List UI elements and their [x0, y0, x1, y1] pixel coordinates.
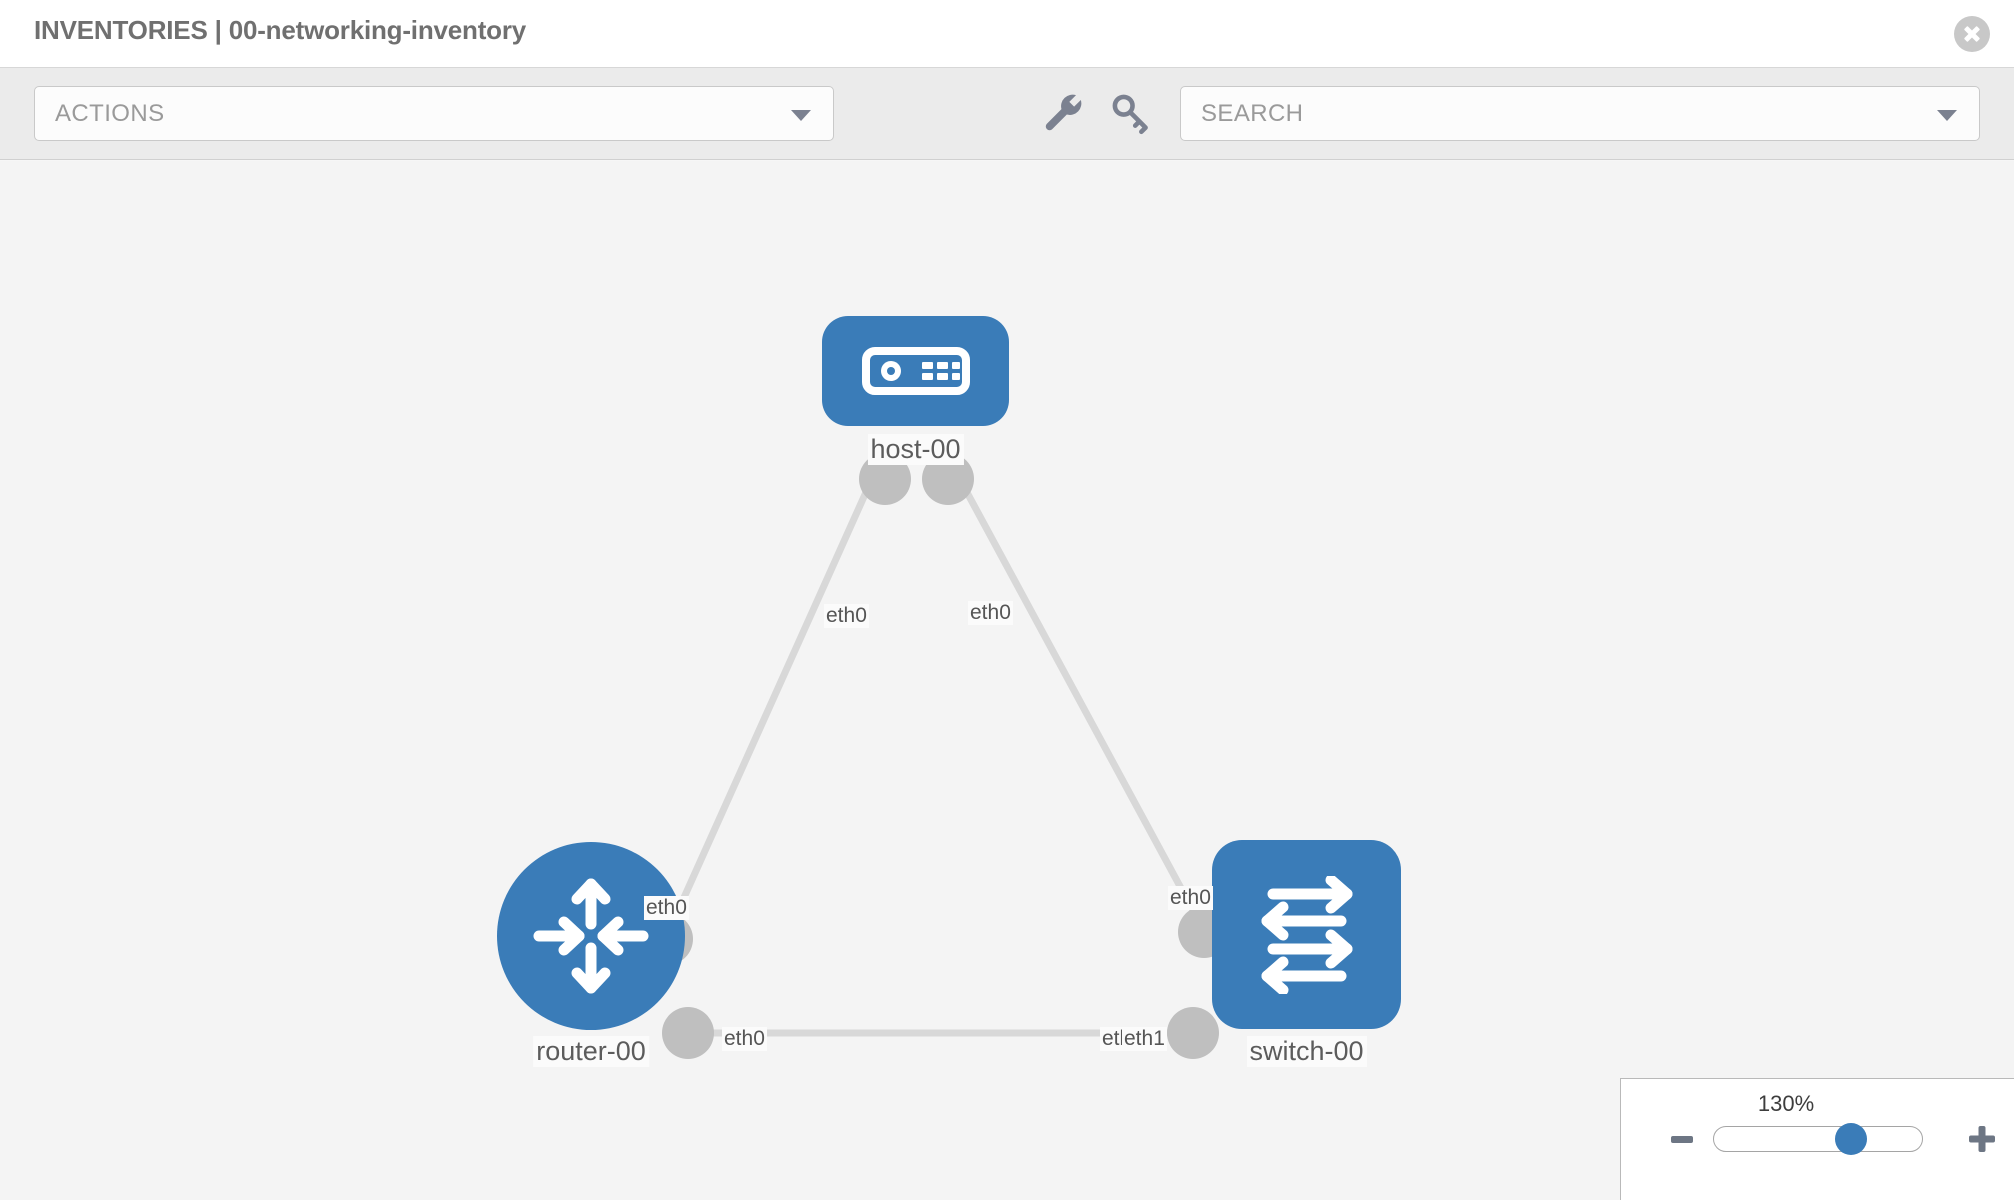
switch-node-shape[interactable]	[1212, 840, 1401, 1029]
search-box[interactable]	[1180, 86, 1980, 141]
endpoint-switch-left	[1167, 1007, 1219, 1059]
link-host-router	[656, 459, 884, 953]
router-node-shape[interactable]	[497, 842, 685, 1030]
endpoint-router-right	[662, 1007, 714, 1059]
router-arrows-icon	[533, 878, 649, 994]
node-label-router-00: router-00	[533, 1036, 649, 1067]
page-header: INVENTORIES | 00-networking-inventory	[0, 0, 2014, 68]
iface-label: eth0	[644, 896, 689, 921]
node-label-switch-00: switch-00	[1246, 1036, 1367, 1067]
link-endpoints	[641, 453, 1230, 1059]
zoom-level-label: 130%	[1757, 1091, 1815, 1116]
plus-icon[interactable]	[1969, 1126, 1995, 1152]
topology-canvas[interactable]: host-00 router-00	[0, 161, 2014, 1200]
page-title: INVENTORIES | 00-networking-inventory	[34, 15, 527, 45]
close-icon[interactable]	[1954, 16, 1990, 52]
endpoint-host-right	[922, 453, 974, 505]
link-host-switch	[946, 459, 1219, 953]
iface-label: eth1	[1122, 1027, 1167, 1052]
search-input[interactable]	[1201, 87, 1921, 140]
node-label-host-00: host-00	[867, 434, 964, 465]
topology-node-switch-00[interactable]: switch-00	[1212, 840, 1401, 1067]
toolbar: ACTIONS	[0, 68, 2014, 160]
minus-icon[interactable]	[1671, 1136, 1693, 1143]
chevron-down-icon	[791, 109, 811, 121]
actions-dropdown-label: ACTIONS	[55, 100, 165, 127]
wrench-icon[interactable]	[1040, 90, 1086, 136]
iface-label: eth0	[824, 604, 869, 629]
iface-label: eth0	[1168, 886, 1213, 911]
switch-arrows-icon	[1261, 875, 1352, 994]
topology-node-router-00[interactable]: router-00	[497, 842, 685, 1067]
zoom-control-panel: 130%	[1620, 1078, 2014, 1200]
actions-dropdown[interactable]: ACTIONS	[34, 86, 834, 141]
iface-label: eth0	[722, 1027, 767, 1052]
zoom-slider-thumb[interactable]	[1835, 1123, 1868, 1155]
zoom-slider[interactable]	[1713, 1123, 1923, 1155]
chevron-down-icon[interactable]	[1937, 109, 1957, 121]
endpoint-host-left	[859, 453, 911, 505]
key-icon[interactable]	[1108, 90, 1154, 136]
iface-label: eth0	[968, 601, 1013, 626]
server-icon	[861, 347, 970, 395]
host-node-shape[interactable]	[822, 316, 1009, 426]
topology-node-host-00[interactable]: host-00	[822, 316, 1009, 465]
